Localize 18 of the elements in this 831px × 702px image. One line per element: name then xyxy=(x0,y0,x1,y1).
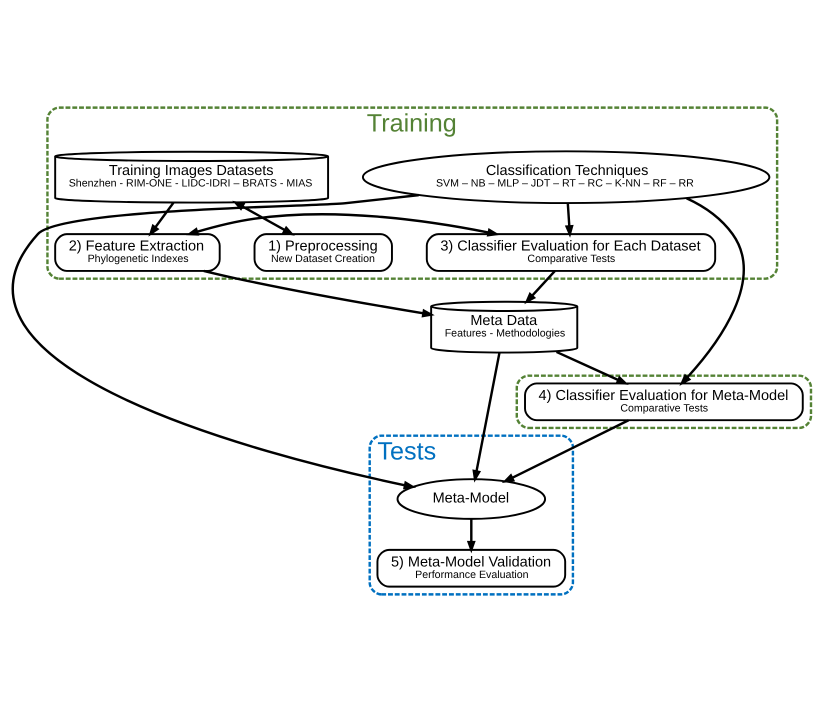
node-box: 1) Preprocessing New Dataset Creation xyxy=(254,233,393,272)
node-ellipse: Meta-Model xyxy=(396,478,546,520)
node-box: 5) Meta-Model Validation Performance Evaluation xyxy=(376,548,566,588)
arrow xyxy=(524,270,556,304)
node-ellipse: Classification Techniques SVM – NB – MLP – JDT – RT – RC – K-NN – RF – RR xyxy=(362,150,770,204)
node-box: 3) Classifier Evaluation for Each Dataset Comparative Tests xyxy=(426,233,716,272)
arrow xyxy=(148,202,175,237)
arrow xyxy=(502,419,630,483)
arrow xyxy=(556,350,629,385)
arrow xyxy=(232,200,295,236)
node-box: 2) Feature Extraction Phylogenetic Indexes xyxy=(54,233,221,272)
arrow xyxy=(466,519,476,554)
arrow xyxy=(186,213,500,237)
arrow xyxy=(679,197,745,386)
arrow xyxy=(472,352,501,483)
arrow xyxy=(564,203,574,238)
node-box: 4) Classifier Evaluation for Meta-Model Comparative Tests xyxy=(524,382,804,422)
arrow xyxy=(12,194,419,490)
